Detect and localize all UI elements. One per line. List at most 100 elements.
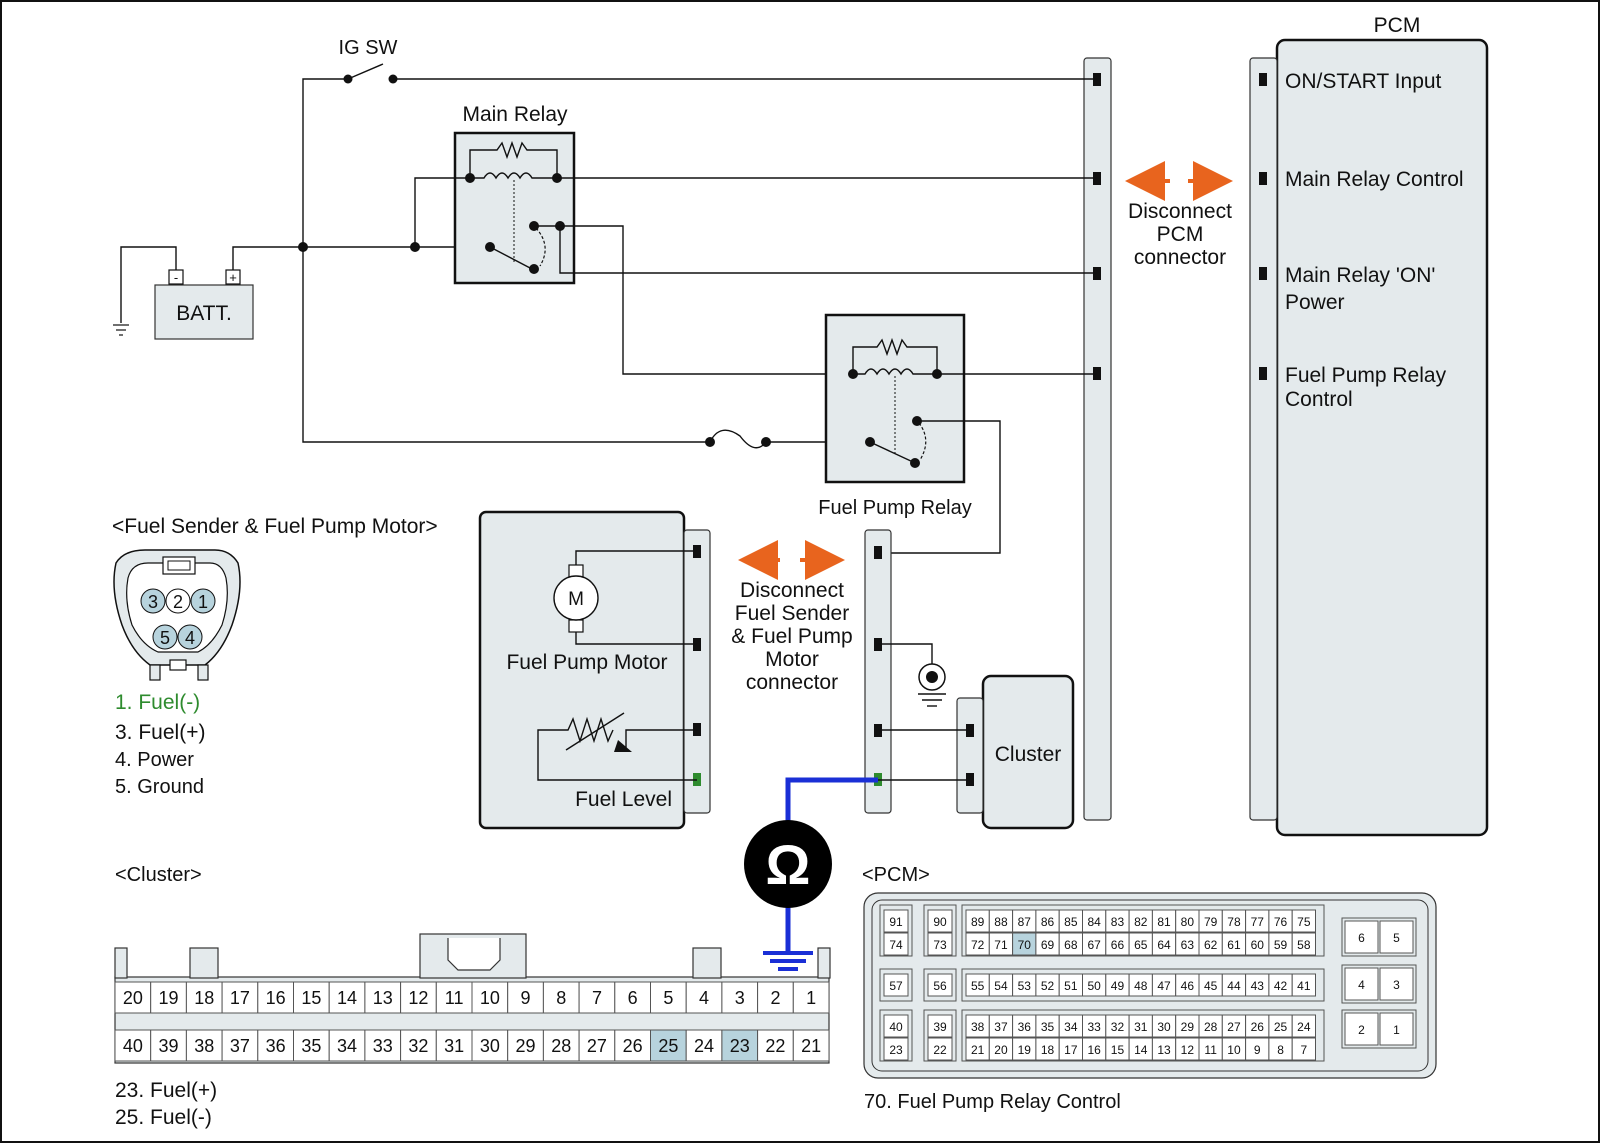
pcm-pin-cell-23 xyxy=(883,1037,909,1061)
cluster-pin-number-37: 37 xyxy=(230,1036,250,1056)
pcm-pin-number-27: 27 xyxy=(1227,1020,1241,1034)
fuel-level-label: Fuel Level xyxy=(575,788,672,811)
disconnect-pcm-line3: connector xyxy=(1134,246,1226,269)
pcm-pin-number-73: 73 xyxy=(933,938,947,952)
harness-sender-pin-1 xyxy=(874,546,882,559)
pcm-pin-number-53: 53 xyxy=(1018,979,1032,993)
cluster-pin-cell-21 xyxy=(792,1029,830,1062)
pcm-module xyxy=(1275,38,1489,837)
disconnect-sender-line3: & Fuel Pump xyxy=(731,625,852,648)
pcm-pin-number-14: 14 xyxy=(1134,1043,1148,1057)
pcm-pin-number-65: 65 xyxy=(1134,938,1148,952)
cluster-pin-number-18: 18 xyxy=(194,988,214,1008)
pcm-pin-number-37: 37 xyxy=(994,1020,1008,1034)
cluster-connector-title: <Cluster> xyxy=(115,864,202,886)
harness-ground-icon xyxy=(918,663,946,707)
pcm-pin-number-69: 69 xyxy=(1041,938,1055,952)
pcm-pin-number-58: 58 xyxy=(1297,938,1311,952)
cluster-pin-cell-18 xyxy=(185,981,223,1014)
pcm-pin-number-42: 42 xyxy=(1274,979,1288,993)
pcm-input-fuel-pump-relay: Fuel Pump Relay xyxy=(1285,364,1447,387)
cluster-pin-cell-26 xyxy=(614,1029,651,1062)
pcm-pin-number-22: 22 xyxy=(933,1043,947,1057)
pcm-pin-number-12: 12 xyxy=(1181,1043,1195,1057)
pcm-pin-cell-58 xyxy=(1291,932,1316,956)
pcm-pin-cell-22 xyxy=(927,1037,953,1061)
pcm-pin-number-44: 44 xyxy=(1227,979,1241,993)
pcm-side-pin-number-4: 4 xyxy=(1358,978,1365,992)
pcm-pin-number-15: 15 xyxy=(1111,1043,1125,1057)
pcm-pin-number-32: 32 xyxy=(1111,1020,1125,1034)
cluster-legend-2: 25. Fuel(-) xyxy=(115,1106,212,1129)
cluster-pin-number-9: 9 xyxy=(521,988,531,1008)
battery-label: BATT. xyxy=(176,302,232,325)
cluster-pin-number-27: 27 xyxy=(587,1036,607,1056)
pcm-pin-number-83: 83 xyxy=(1111,915,1125,929)
pcm-pin-number-51: 51 xyxy=(1064,979,1078,993)
pcm-pin-number-31: 31 xyxy=(1134,1020,1148,1034)
cluster-pin-cell-17 xyxy=(221,981,259,1014)
cluster-legend-1: 23. Fuel(+) xyxy=(115,1079,217,1102)
pcm-pin-cell-90 xyxy=(927,909,953,933)
cluster-pin-cell-28 xyxy=(542,1029,580,1062)
cluster-pin-number-6: 6 xyxy=(628,988,638,1008)
pcm-pin-number-81: 81 xyxy=(1157,915,1171,929)
harness-pcm-connector xyxy=(1083,57,1112,821)
pcm-pin-number-19: 19 xyxy=(1018,1043,1032,1057)
pcm-pin-number-49: 49 xyxy=(1111,979,1125,993)
ground-icon-meter xyxy=(763,951,813,971)
cluster-pin-number-5: 5 xyxy=(663,988,673,1008)
cluster-pin-cell-27 xyxy=(578,1029,616,1062)
cluster-pin-number-2: 2 xyxy=(770,988,780,1008)
pcm-pin-cell-56 xyxy=(927,973,953,997)
cluster-pin-number-16: 16 xyxy=(266,988,286,1008)
cluster-pin-number-25: 25 xyxy=(658,1036,678,1056)
cluster-pin-cell-23 xyxy=(721,1029,759,1062)
pcm-pin-number-11: 11 xyxy=(1204,1043,1217,1057)
motor-symbol: M xyxy=(568,589,584,610)
fuel-sender-legend-2: 3. Fuel(+) xyxy=(115,721,205,744)
pcm-pin-cell-57 xyxy=(883,973,909,997)
pcm-pin-number-25: 25 xyxy=(1274,1020,1288,1034)
pcm-pin-number-50: 50 xyxy=(1087,979,1101,993)
cluster-pin-cell-12 xyxy=(400,981,437,1014)
pcm-pin-number-43: 43 xyxy=(1251,979,1265,993)
pcm-pin-cell-40 xyxy=(883,1014,909,1038)
cluster-pin-cell-33 xyxy=(364,1029,402,1062)
cluster-pin-cell-1 xyxy=(792,981,830,1014)
pcm-pin-number-13: 13 xyxy=(1157,1043,1171,1057)
pcm-pin-number-63: 63 xyxy=(1181,938,1195,952)
cluster-pin-number-36: 36 xyxy=(266,1036,286,1056)
pcm-input-power: Power xyxy=(1285,291,1345,314)
pcm-pin-number-79: 79 xyxy=(1204,915,1218,929)
cluster-pin-number-32: 32 xyxy=(408,1036,428,1056)
pcm-pin-number-85: 85 xyxy=(1064,915,1078,929)
fuel-sender-pin-1: 1 xyxy=(198,592,208,612)
cluster-pin-number-4: 4 xyxy=(699,988,709,1008)
fuel-sender-connector-face xyxy=(113,549,241,681)
pcm-pin-number-78: 78 xyxy=(1227,915,1241,929)
cluster-pin-number-29: 29 xyxy=(516,1036,536,1056)
cluster-pin-number-39: 39 xyxy=(159,1036,179,1056)
cluster-pin-number-40: 40 xyxy=(123,1036,143,1056)
cluster-pin-number-35: 35 xyxy=(301,1036,321,1056)
pcm-side-pin-number-1: 1 xyxy=(1393,1023,1400,1037)
pcm-side-pin-cell-2 xyxy=(1344,1012,1379,1046)
pcm-pin-number-82: 82 xyxy=(1134,915,1148,929)
fuel-sender-pin-3: 3 xyxy=(148,592,158,612)
cluster-pin-number-21: 21 xyxy=(801,1036,821,1056)
pcm-pin-main-relay-on-power xyxy=(1259,267,1267,280)
pcm-pin-number-41: 41 xyxy=(1297,979,1311,993)
fuel-sender-pin-5: 5 xyxy=(160,628,170,648)
pcm-side-pin-number-2: 2 xyxy=(1358,1023,1365,1037)
cluster-pin-cell-25 xyxy=(650,1029,687,1062)
pcm-pin-number-34: 34 xyxy=(1064,1020,1078,1034)
pcm-pin-number-56: 56 xyxy=(933,979,947,993)
pcm-pin-number-39: 39 xyxy=(933,1020,947,1034)
pcm-pin-cell-75 xyxy=(1291,909,1316,933)
cluster-pin-number-15: 15 xyxy=(301,988,321,1008)
pcm-pin-number-38: 38 xyxy=(971,1020,985,1034)
pcm-pin-number-52: 52 xyxy=(1041,979,1055,993)
pcm-pin-number-59: 59 xyxy=(1274,938,1288,952)
